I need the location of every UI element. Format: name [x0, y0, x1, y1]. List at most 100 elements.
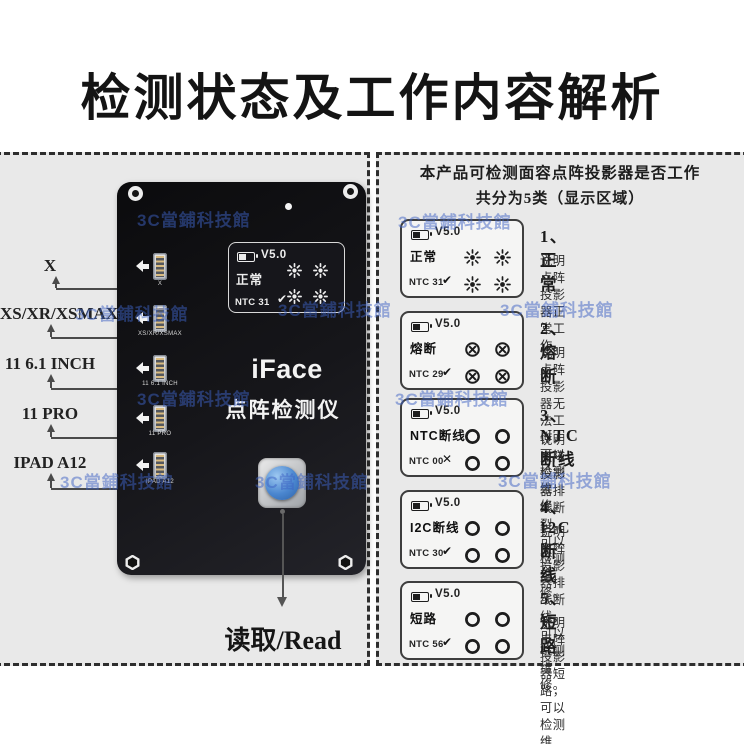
battery-icon — [411, 501, 433, 511]
circle-icon — [494, 520, 511, 537]
sun-icon — [494, 249, 511, 266]
item-description-2: 说明点阵投影器无法工作，可以检测维修。 — [540, 346, 566, 513]
callout-stem — [55, 283, 57, 288]
check-mark-icon: ✔ — [442, 544, 453, 558]
item-description-3: 说明点阵投影器排线断裂，可以检测维修。 — [540, 433, 566, 600]
connector-pins — [156, 408, 164, 429]
callout-label-5: IPAD A12 — [13, 453, 87, 472]
item-description-1: 说明点阵投影器正常工作。 — [540, 254, 566, 353]
callout-label-1: X — [43, 256, 57, 275]
brand-label: iFace — [251, 354, 323, 384]
arrow-left-icon — [136, 312, 150, 324]
circle-x-icon — [494, 341, 511, 358]
sun-icon — [494, 276, 511, 293]
callout-line — [51, 488, 152, 490]
screen-ntc-value: NTC 31 — [409, 277, 444, 288]
circle-icon — [494, 611, 511, 628]
read-callout-dot — [280, 509, 285, 514]
callout-label-3: 11 6.1 INCH — [4, 354, 96, 373]
item-title-2: 2、熔断 — [540, 319, 568, 386]
port-board-label: 11 6.1 INCH — [142, 381, 178, 387]
callout-stem — [50, 431, 52, 437]
circle-icon — [494, 428, 511, 445]
circle-icon — [494, 638, 511, 655]
screen-status: 正常 — [410, 250, 438, 264]
sun-icon — [287, 263, 302, 278]
connector-port-xs-xr-xsmax[interactable] — [153, 305, 167, 332]
item-title-1: 1、正常 — [540, 227, 568, 294]
read-callout-line — [282, 514, 284, 598]
check-mark-icon: ✔ — [442, 635, 453, 649]
screw-icon — [343, 184, 358, 199]
screw-icon — [128, 186, 143, 201]
circle-icon — [464, 520, 481, 537]
circle-icon — [464, 611, 481, 628]
led-indicator — [285, 203, 292, 210]
connector-pins — [156, 308, 164, 329]
item-title-4: 4、I2C断线 — [540, 498, 572, 585]
connector-port-11-6-1-inch[interactable] — [153, 355, 167, 382]
arrow-left-icon — [136, 459, 150, 471]
connector-port-x[interactable] — [153, 253, 167, 280]
screen-version: V5.0 — [435, 318, 461, 330]
read-button[interactable] — [265, 466, 299, 500]
connector-pins — [156, 455, 164, 476]
circle-icon — [464, 547, 481, 564]
port-board-label: XS/XR/XSMAX — [138, 331, 182, 337]
item-title-3: 3、NTC断线 — [540, 406, 580, 469]
sun-icon — [464, 249, 481, 266]
circle-icon — [494, 455, 511, 472]
screen-version: V5.0 — [435, 588, 461, 600]
circle-x-icon — [464, 368, 481, 385]
hex-screw-icon — [338, 554, 353, 571]
connector-port-ipad-a12[interactable] — [153, 452, 167, 479]
callout-line — [56, 288, 152, 290]
callout-label-4: 11 PRO — [21, 404, 79, 423]
x-mark-icon: ✕ — [442, 452, 453, 466]
check-mark-icon: ✔ — [442, 273, 453, 287]
callout-label-2: XS/XR/XSMAX — [0, 304, 119, 323]
connector-port-11-pro[interactable] — [153, 405, 167, 432]
arrow-up-icon — [46, 473, 55, 481]
read-label: 读取/Read — [224, 626, 342, 655]
hex-screw-icon — [125, 554, 140, 571]
port-board-label: X — [157, 281, 163, 287]
screen-ntc-value: NTC 56 — [409, 639, 444, 650]
battery-icon — [411, 322, 433, 332]
battery-icon — [237, 252, 259, 262]
screen-version: V5.0 — [435, 497, 461, 509]
circle-x-icon — [494, 368, 511, 385]
legend-header-line1: 本产品可检测面容点阵投影器是否工作 — [419, 165, 701, 182]
item-description-4: 说明点阵投影器排线断线，可以检测维修。 — [540, 525, 566, 692]
screen-ntc-value: NTC 29 — [409, 369, 444, 380]
connector-pins — [156, 358, 164, 379]
screen-ntc-value: NTC 30 — [409, 548, 444, 559]
arrow-left-icon — [136, 260, 150, 272]
arrow-up-icon — [46, 424, 55, 432]
screen-ntc-value: NTC 00 — [409, 456, 444, 467]
circle-icon — [464, 455, 481, 472]
battery-icon — [411, 230, 433, 240]
screen-version: V5.0 — [261, 249, 287, 261]
arrow-up-icon — [51, 276, 60, 284]
sun-icon — [313, 289, 328, 304]
callout-stem — [50, 331, 52, 337]
battery-icon — [411, 409, 433, 419]
arrow-left-icon — [136, 412, 150, 424]
item-title-5: 5、短路 — [540, 589, 568, 656]
legend-header-line2: 共分为5类（显示区域） — [475, 191, 645, 207]
port-board-label: IPAD A12 — [146, 479, 174, 485]
port-board-label: 11 PRO — [148, 431, 172, 437]
read-button-pad — [258, 458, 306, 508]
screen-status: I2C断线 — [410, 521, 460, 535]
callout-line — [51, 388, 152, 390]
screen-version: V5.0 — [435, 405, 461, 417]
check-mark-icon: ✔ — [442, 365, 453, 379]
